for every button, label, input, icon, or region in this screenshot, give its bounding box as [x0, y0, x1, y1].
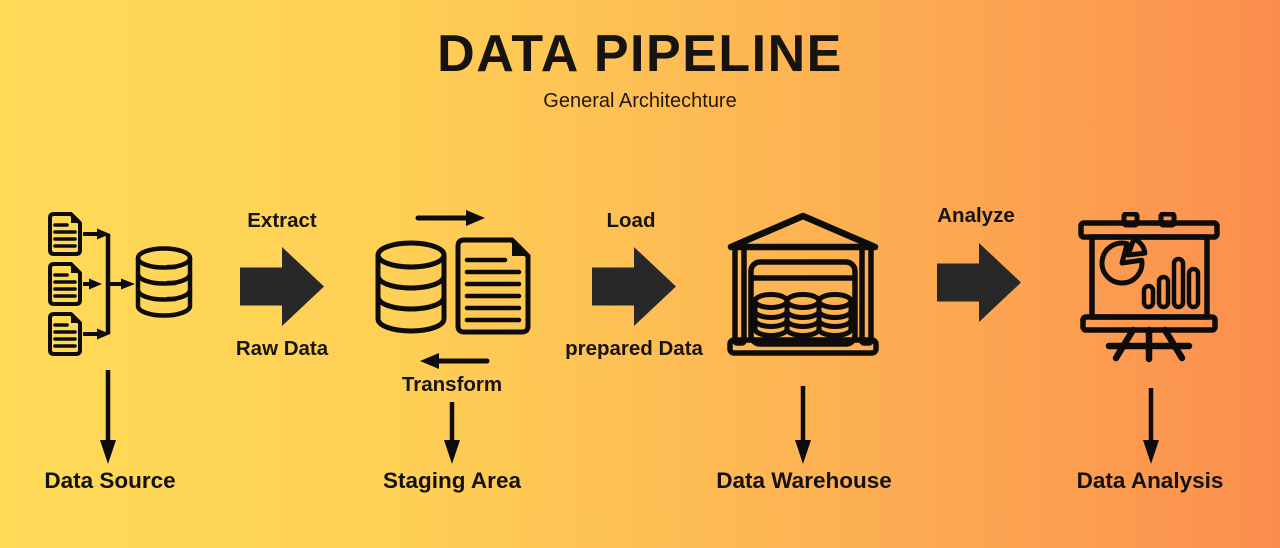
down-arrow-icon	[795, 386, 811, 464]
transform-label: Transform	[401, 373, 503, 396]
down-arrow-icon	[1143, 388, 1159, 464]
stage-label-data-analysis: Data Analysis	[1076, 468, 1224, 493]
door	[748, 259, 858, 347]
load-arrow-icon	[592, 247, 676, 326]
extract-arrow-icon	[240, 247, 324, 326]
prepared-data-label: prepared Data	[565, 337, 703, 360]
document-icon	[48, 262, 82, 306]
database-icon	[375, 240, 447, 334]
down-arrow-icon	[444, 402, 460, 464]
analyze-label: Analyze	[937, 204, 1015, 227]
stored-barrels	[752, 292, 851, 336]
roof	[727, 212, 879, 251]
page-title: DATA PIPELINE	[437, 25, 843, 83]
database-icon	[135, 246, 193, 318]
easel-legs	[1105, 326, 1193, 363]
document-icon	[455, 237, 531, 335]
database-document-transform-icon	[375, 210, 531, 369]
stage-label-data-source: Data Source	[44, 468, 176, 493]
analyze-arrow-icon	[937, 243, 1021, 322]
raw-data-label: Raw Data	[235, 337, 329, 360]
pie-chart-glyph	[1099, 236, 1148, 286]
down-arrow-icon	[100, 370, 116, 464]
stage-label-staging-area: Staging Area	[383, 468, 521, 493]
document-icon	[48, 312, 82, 356]
warehouse-storage-icon	[727, 212, 879, 356]
page-subtitle: General Architechture	[543, 90, 737, 112]
stage-label-data-warehouse: Data Warehouse	[716, 468, 892, 493]
presentation-charts-icon	[1078, 212, 1220, 363]
document-icon	[48, 212, 82, 256]
bar-chart-glyph	[1141, 256, 1201, 310]
extract-label: Extract	[247, 209, 317, 232]
documents-feeding-database-icon	[48, 212, 193, 356]
load-label: Load	[606, 209, 656, 232]
base	[727, 337, 879, 356]
